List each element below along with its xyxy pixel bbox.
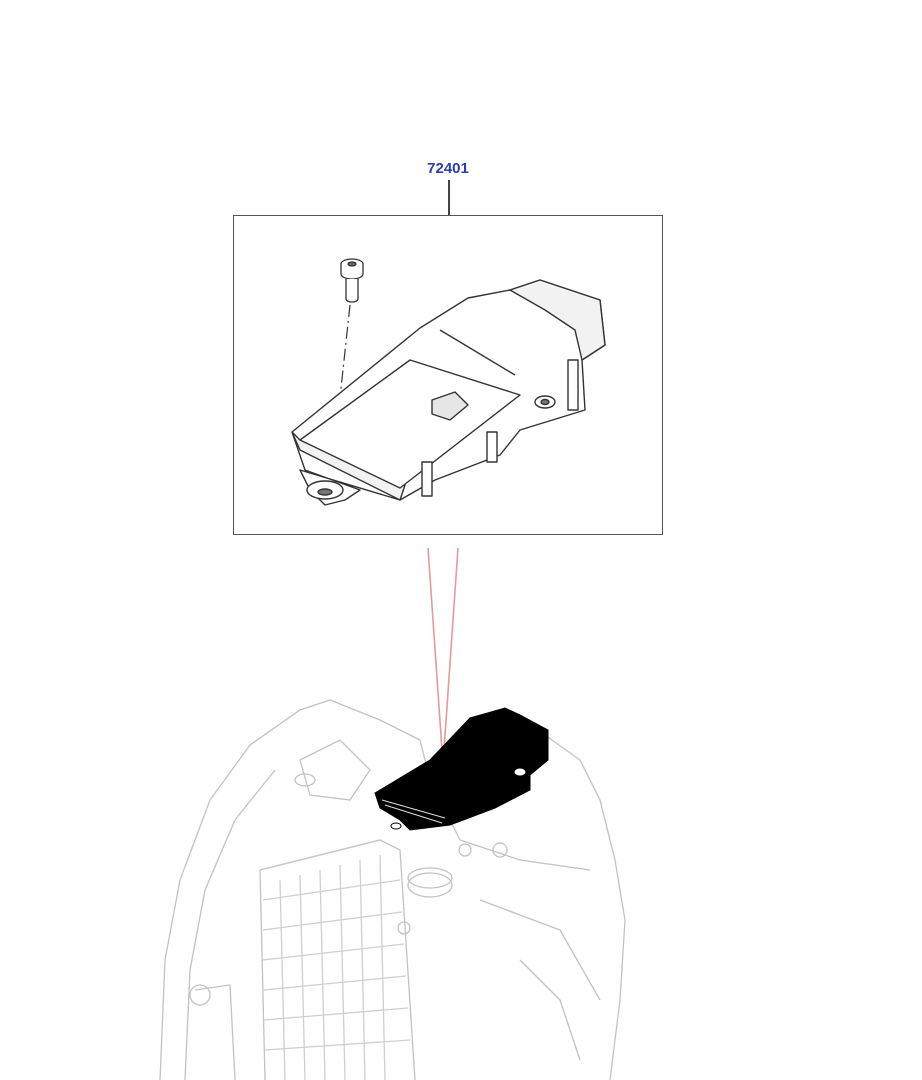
tcm-highlight <box>374 707 549 831</box>
tcm-module <box>291 279 606 506</box>
callout-leader-line <box>448 180 450 216</box>
transmission-assembly <box>159 699 626 1080</box>
part-detail-box <box>233 215 663 535</box>
part-number-callout[interactable]: 72401 <box>427 160 469 177</box>
pointer-lines <box>427 547 459 751</box>
mounting-bolt <box>340 258 364 303</box>
